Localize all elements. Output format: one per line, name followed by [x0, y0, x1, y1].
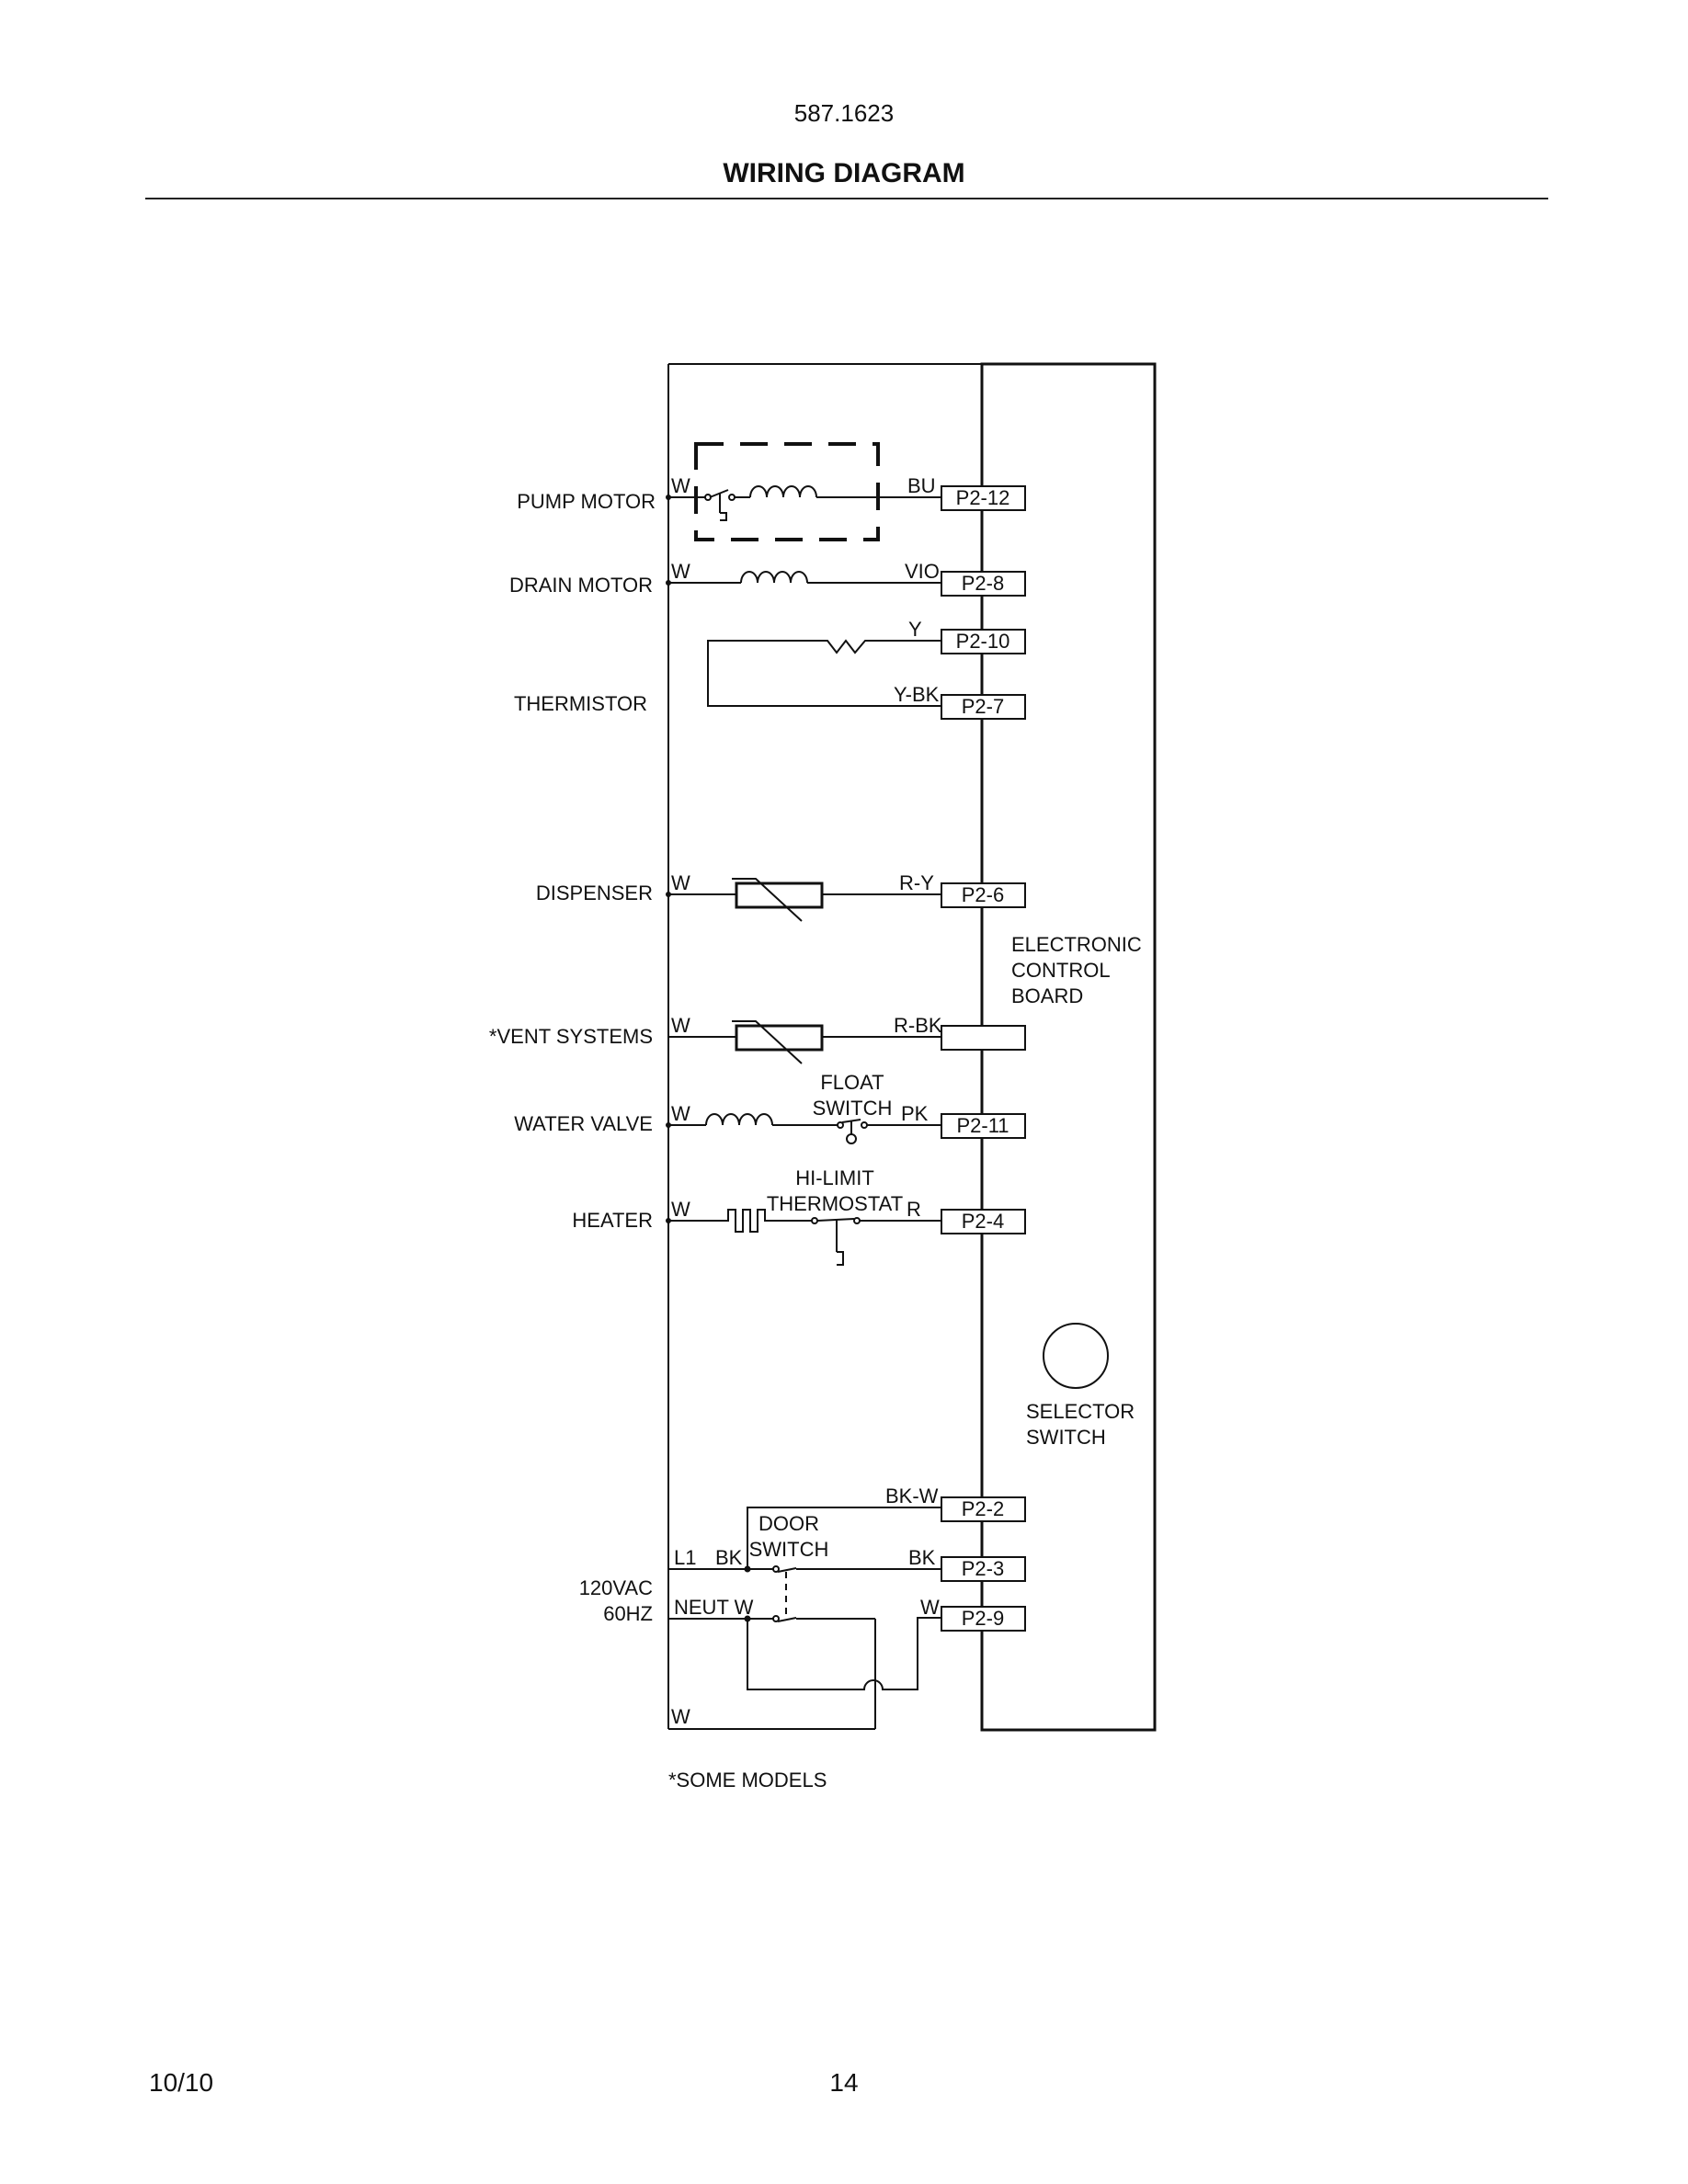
connector-p2-4 [941, 1209, 1026, 1234]
wire-label: BK-W [885, 1484, 939, 1507]
wire-label: W [671, 560, 690, 583]
revision-date: 10/10 [149, 2068, 214, 2097]
wire-label: BU [907, 474, 936, 497]
connector-label: P2-2 [962, 1497, 1004, 1520]
thermistor-circuit: Y Y-BK THERMISTOR [514, 618, 941, 715]
dispenser-circuit: W R-Y DISPENSER [536, 871, 941, 922]
pump-motor-label: PUMP MOTOR [517, 490, 656, 513]
wire-label: W [671, 1705, 690, 1728]
heater-circuit: W R HI-LIMIT THERMOSTAT HEATER [572, 1166, 941, 1266]
wire-label: W [920, 1596, 940, 1619]
door-switch-label: DOOR [758, 1512, 819, 1535]
connector-p2-2 [941, 1496, 1026, 1522]
footnote: *SOME MODELS [668, 1769, 827, 1792]
connector-label: P2-7 [962, 695, 1004, 718]
wire-label: PK [901, 1102, 929, 1125]
connector-p2-8 [941, 571, 1026, 597]
thermistor-label: THERMISTOR [514, 692, 647, 715]
model-number: 587.1623 [793, 99, 895, 127]
float-switch-label: FLOAT [820, 1071, 884, 1094]
wire-label: R-Y [899, 871, 934, 894]
dispenser-element [735, 882, 824, 909]
pump-motor-enclosure [694, 442, 880, 541]
connector-label: P2-11 [956, 1114, 1009, 1137]
connector-label: P2-8 [962, 572, 1004, 595]
water-valve-label: WATER VALVE [514, 1112, 653, 1135]
ecb-label: ELECTRONIC [1011, 933, 1142, 956]
drain-motor-coil [740, 571, 808, 584]
connector-p2-11 [941, 1113, 1026, 1139]
connector-p2-3 [941, 1556, 1026, 1582]
wire-label: Y-BK [894, 683, 940, 706]
wire-label: R-BK [894, 1014, 942, 1037]
vent-element [735, 1024, 824, 1052]
wire-label: W [671, 1014, 690, 1037]
selector-label: SELECTOR [1026, 1400, 1135, 1423]
wire-label: W [671, 1102, 690, 1125]
title-rule [145, 198, 1548, 199]
page-number: 14 [829, 2068, 859, 2097]
dispenser-label: DISPENSER [536, 882, 653, 904]
float-switch-label: SWITCH [813, 1097, 893, 1120]
wire-label: W [671, 474, 690, 497]
selector-label: SWITCH [1026, 1426, 1106, 1449]
connector-label: P2-12 [956, 486, 1010, 509]
drain-motor-circuit: W VIO DRAIN MOTOR [509, 560, 941, 597]
supply-label: 60HZ [603, 1602, 653, 1625]
connector-p2-10 [941, 629, 1026, 654]
connector-label: P2-6 [962, 883, 1004, 906]
connector-label: P2-3 [962, 1557, 1004, 1580]
drain-motor-label: DRAIN MOTOR [509, 574, 653, 597]
ecb-label: CONTROL [1011, 959, 1111, 982]
heater-element [668, 1209, 812, 1233]
connector-p2-6 [941, 882, 1026, 908]
thermistor-element [707, 639, 941, 707]
selector-switch-knob [1043, 1323, 1109, 1389]
control-board-labels: ELECTRONIC CONTROL BOARD SELECTOR SWITCH [1011, 933, 1142, 1449]
page-title: WIRING DIAGRAM [723, 158, 965, 188]
connector-p2-12 [941, 485, 1026, 511]
bus-junctions [666, 495, 671, 1223]
pump-motor-circuit: W BU PUMP MOTOR [517, 442, 941, 541]
ecb-label: BOARD [1011, 984, 1083, 1007]
connector-p2-7 [941, 694, 1026, 720]
door-switch-label: SWITCH [749, 1538, 829, 1561]
wire-label: R [907, 1198, 921, 1221]
connector-blocks: P2-12 P2-8 P2-10 P2-7 P2-6 P2-11 P2-4 P2… [941, 485, 1026, 1632]
vent-systems-label: *VENT SYSTEMS [489, 1025, 653, 1048]
door-switch-circuit: BK-W L1 BK BK NEUT W W W DOOR SWITCH 120… [579, 1484, 941, 1729]
wire-label: BK [715, 1546, 743, 1569]
wire-label: VIO [905, 560, 940, 583]
connector-label: P2-4 [962, 1210, 1004, 1233]
connector-vent [941, 1025, 1026, 1051]
wire-label: NEUT W [674, 1596, 754, 1619]
wire-label: W [671, 871, 690, 894]
wire-label: BK [908, 1546, 936, 1569]
water-valve-coil [705, 1113, 773, 1126]
hi-limit-label: THERMOSTAT [767, 1192, 903, 1215]
supply-label: 120VAC [579, 1576, 653, 1599]
wire-label: W [671, 1198, 690, 1221]
connector-label: P2-9 [962, 1607, 1004, 1630]
wire-label: Y [908, 618, 922, 641]
hi-limit-label: HI-LIMIT [795, 1166, 874, 1189]
wire-label: L1 [674, 1546, 696, 1569]
connector-label: P2-10 [956, 630, 1010, 653]
pump-motor-coil [749, 485, 817, 498]
water-valve-circuit: W PK FLOAT SWITCH WATER VALVE [514, 1071, 941, 1144]
heater-label: HEATER [572, 1209, 653, 1232]
vent-systems-circuit: W R-BK *VENT SYSTEMS [489, 1014, 942, 1064]
connector-p2-9 [941, 1606, 1026, 1632]
